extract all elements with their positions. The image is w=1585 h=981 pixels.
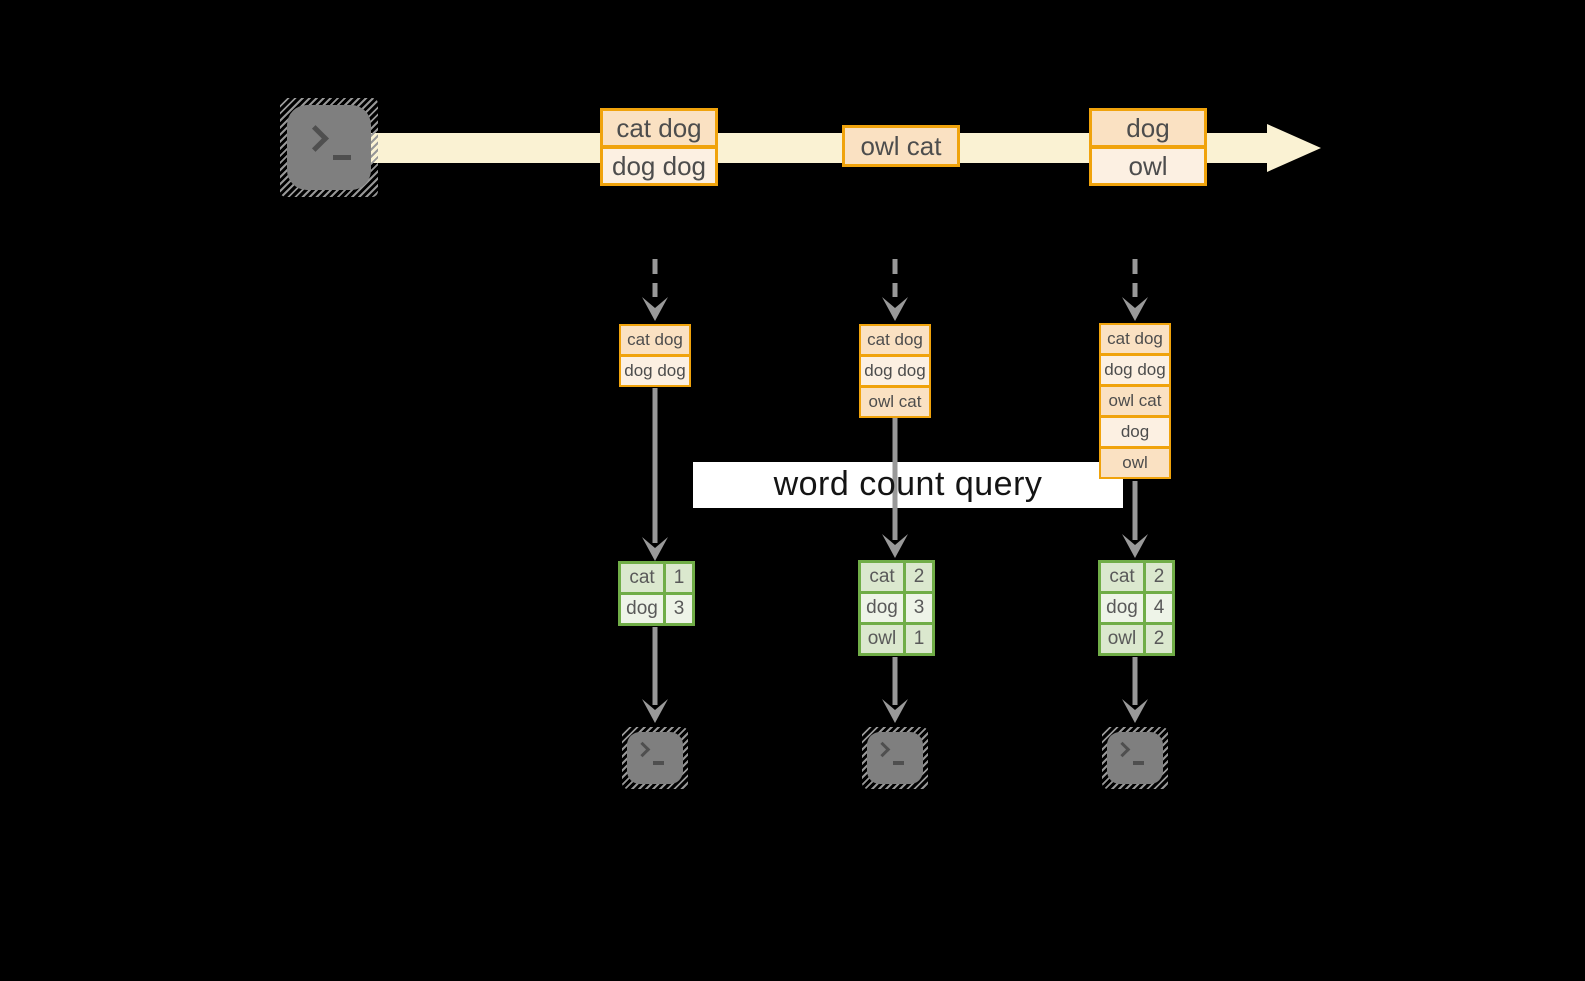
stream-event-line: owl (1092, 149, 1204, 183)
flow-arrow (882, 418, 908, 558)
word-count-table-3: cat 2 dog 4 owl 2 (1098, 560, 1175, 656)
flow-arrow (882, 657, 908, 723)
state-line: owl cat (861, 388, 929, 416)
word-cell: cat (621, 564, 663, 592)
state-buffer-3: cat dog dog dog owl cat dog owl (1099, 323, 1171, 479)
output-terminal-icon (862, 727, 928, 789)
stream-event-line: dog dog (603, 149, 715, 183)
count-cell: 3 (666, 595, 692, 623)
word-cell: dog (1101, 594, 1143, 622)
flow-arrow (642, 627, 668, 723)
prompt-cursor (653, 761, 664, 765)
count-cell: 3 (906, 594, 932, 622)
count-cell: 4 (1146, 594, 1172, 622)
stream-event-2: owl cat (842, 125, 960, 167)
stream-event-1: cat dog dog dog (600, 108, 718, 186)
state-line: cat dog (861, 326, 929, 354)
stream-event-line: owl cat (845, 128, 957, 164)
word-count-table-2: cat 2 dog 3 owl 1 (858, 560, 935, 656)
stream-event-line: cat dog (603, 111, 715, 145)
prompt-cursor (333, 155, 351, 160)
stream-event-line: dog (1092, 111, 1204, 145)
flow-arrow (1122, 657, 1148, 723)
stream-arrow-head-icon (1267, 124, 1321, 172)
state-line: dog dog (621, 357, 689, 385)
word-count-table-1: cat 1 dog 3 (618, 561, 695, 626)
word-cell: dog (861, 594, 903, 622)
state-line: cat dog (621, 326, 689, 354)
query-label: word count query (773, 464, 1043, 503)
query-band (693, 462, 1123, 508)
word-cell: dog (621, 595, 663, 623)
flow-arrow (642, 388, 668, 561)
count-cell: 1 (666, 564, 692, 592)
word-cell: owl (861, 625, 903, 653)
word-cell: cat (1101, 563, 1143, 591)
count-cell: 2 (906, 563, 932, 591)
state-line: owl (1101, 449, 1169, 477)
terminal-body (867, 732, 923, 784)
prompt-cursor (893, 761, 904, 765)
state-buffer-2: cat dog dog dog owl cat (859, 324, 931, 418)
output-terminal-icon (1102, 727, 1168, 789)
count-cell: 1 (906, 625, 932, 653)
flow-arrow (1122, 481, 1148, 558)
stream-event-3: dog owl (1089, 108, 1207, 186)
state-line: dog (1101, 418, 1169, 446)
terminal-body (627, 732, 683, 784)
terminal-body (1107, 732, 1163, 784)
state-buffer-1: cat dog dog dog (619, 324, 691, 387)
word-cell: cat (861, 563, 903, 591)
source-terminal-icon (280, 98, 378, 197)
dashed-arrow (882, 259, 908, 321)
terminal-body (287, 105, 371, 190)
state-line: dog dog (861, 357, 929, 385)
output-terminal-icon (622, 727, 688, 789)
state-line: dog dog (1101, 356, 1169, 384)
count-cell: 2 (1146, 625, 1172, 653)
word-cell: owl (1101, 625, 1143, 653)
count-cell: 2 (1146, 563, 1172, 591)
dashed-arrow (1122, 259, 1148, 321)
dashed-arrow (642, 259, 668, 321)
prompt-cursor (1133, 761, 1144, 765)
state-line: cat dog (1101, 325, 1169, 353)
state-line: owl cat (1101, 387, 1169, 415)
